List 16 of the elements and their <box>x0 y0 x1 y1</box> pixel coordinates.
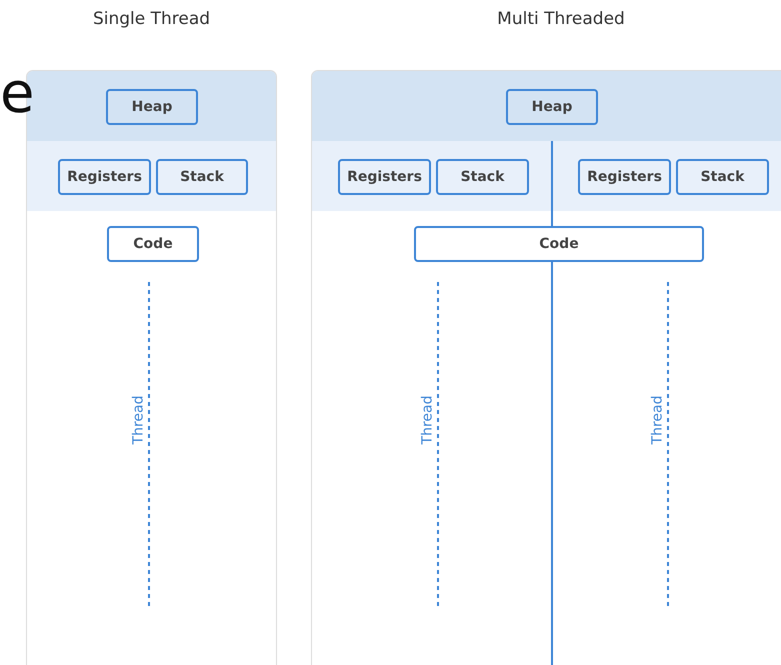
memory-block: Stack <box>436 159 529 195</box>
thread-label: Thread <box>648 396 666 444</box>
memory-block: Registers <box>338 159 431 195</box>
thread-label: Thread <box>128 396 147 444</box>
panel-heading: Single Thread <box>92 9 212 29</box>
panel-heading: Multi Threaded <box>496 9 626 29</box>
memory-block: Stack <box>156 159 248 195</box>
memory-block: Heap <box>506 89 598 125</box>
thread-label: Thread <box>418 396 436 444</box>
memory-block: Code <box>414 226 704 262</box>
memory-block: Stack <box>676 159 769 195</box>
text-fragment: e <box>0 66 34 122</box>
memory-block: Registers <box>58 159 151 195</box>
memory-block: Heap <box>106 89 198 125</box>
memory-block: Registers <box>578 159 671 195</box>
memory-block: Code <box>107 226 199 262</box>
